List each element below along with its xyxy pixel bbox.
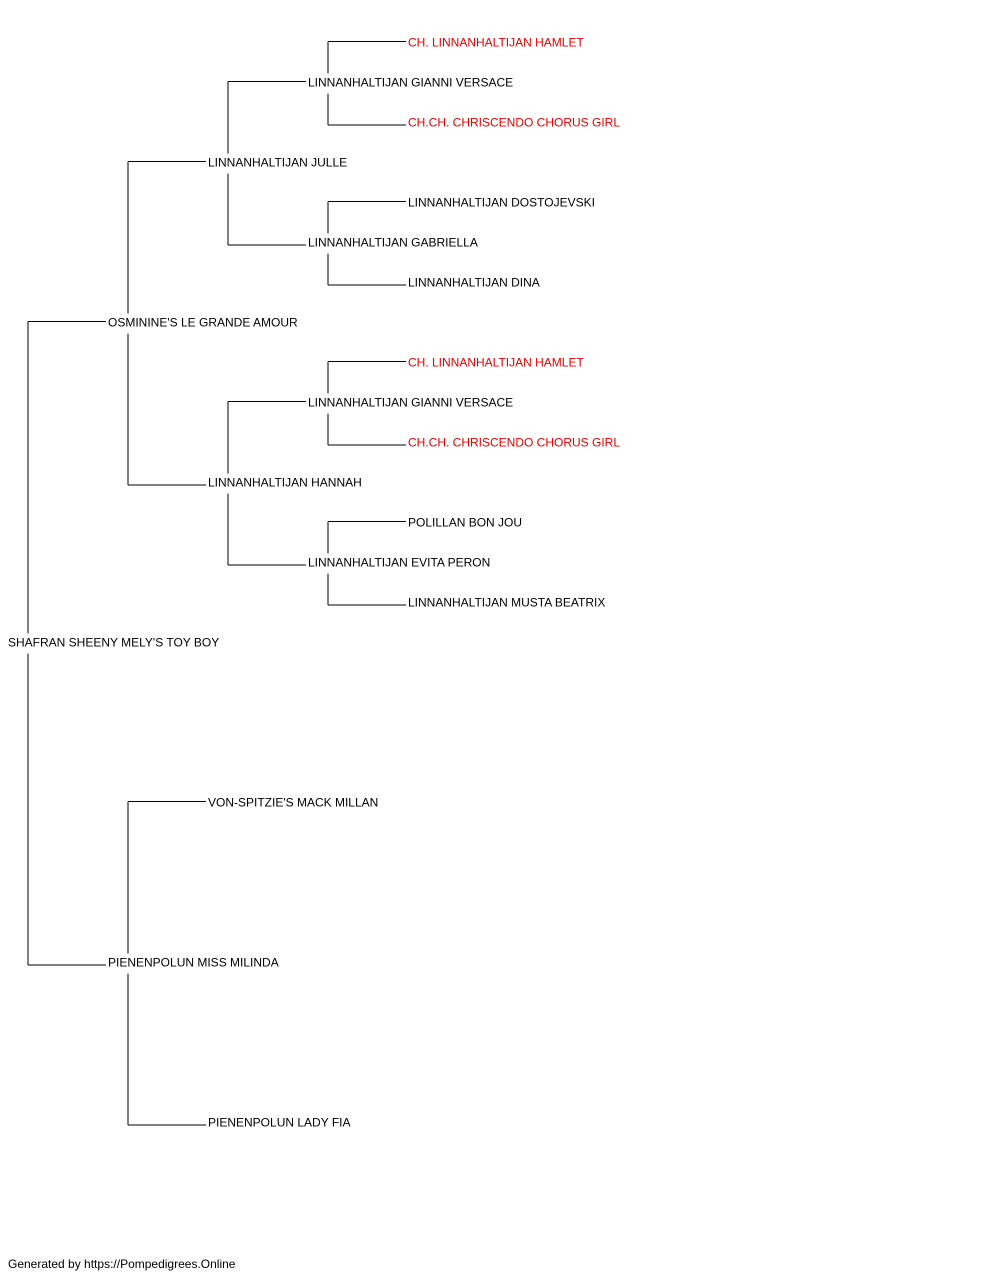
sire-name[interactable]: LINNANHALTIJAN GIANNI VERSACE	[308, 396, 513, 410]
footer-credit: Generated by https://Pompedigrees.Online	[8, 1257, 236, 1271]
subject-dog-name[interactable]: SHAFRAN SHEENY MELY'S TOY BOY	[8, 636, 219, 650]
dam-name[interactable]: LINNANHALTIJAN DINA	[408, 276, 540, 290]
dam-name[interactable]: CH.CH. CHRISCENDO CHORUS GIRL	[408, 116, 620, 130]
sire-name[interactable]: LINNANHALTIJAN GIANNI VERSACE	[308, 76, 513, 90]
sire-name[interactable]: LINNANHALTIJAN JULLE	[208, 156, 347, 170]
dam-name[interactable]: CH.CH. CHRISCENDO CHORUS GIRL	[408, 436, 620, 450]
dam-name[interactable]: LINNANHALTIJAN MUSTA BEATRIX	[408, 596, 605, 610]
sire-name[interactable]: POLILLAN BON JOU	[408, 516, 522, 530]
sire-name[interactable]: LINNANHALTIJAN DOSTOJEVSKI	[408, 196, 595, 210]
dam-name[interactable]: LINNANHALTIJAN HANNAH	[208, 476, 362, 490]
sire-name[interactable]: OSMININE'S LE GRANDE AMOUR	[108, 316, 298, 330]
sire-name[interactable]: VON-SPITZIE'S MACK MILLAN	[208, 796, 378, 810]
dam-name[interactable]: LINNANHALTIJAN EVITA PERON	[308, 556, 490, 570]
dam-name[interactable]: LINNANHALTIJAN GABRIELLA	[308, 236, 478, 250]
sire-name[interactable]: CH. LINNANHALTIJAN HAMLET	[408, 356, 584, 370]
dam-name[interactable]: PIENENPOLUN MISS MILINDA	[108, 956, 279, 970]
dam-name[interactable]: PIENENPOLUN LADY FIA	[208, 1116, 351, 1130]
sire-name[interactable]: CH. LINNANHALTIJAN HAMLET	[408, 36, 584, 50]
